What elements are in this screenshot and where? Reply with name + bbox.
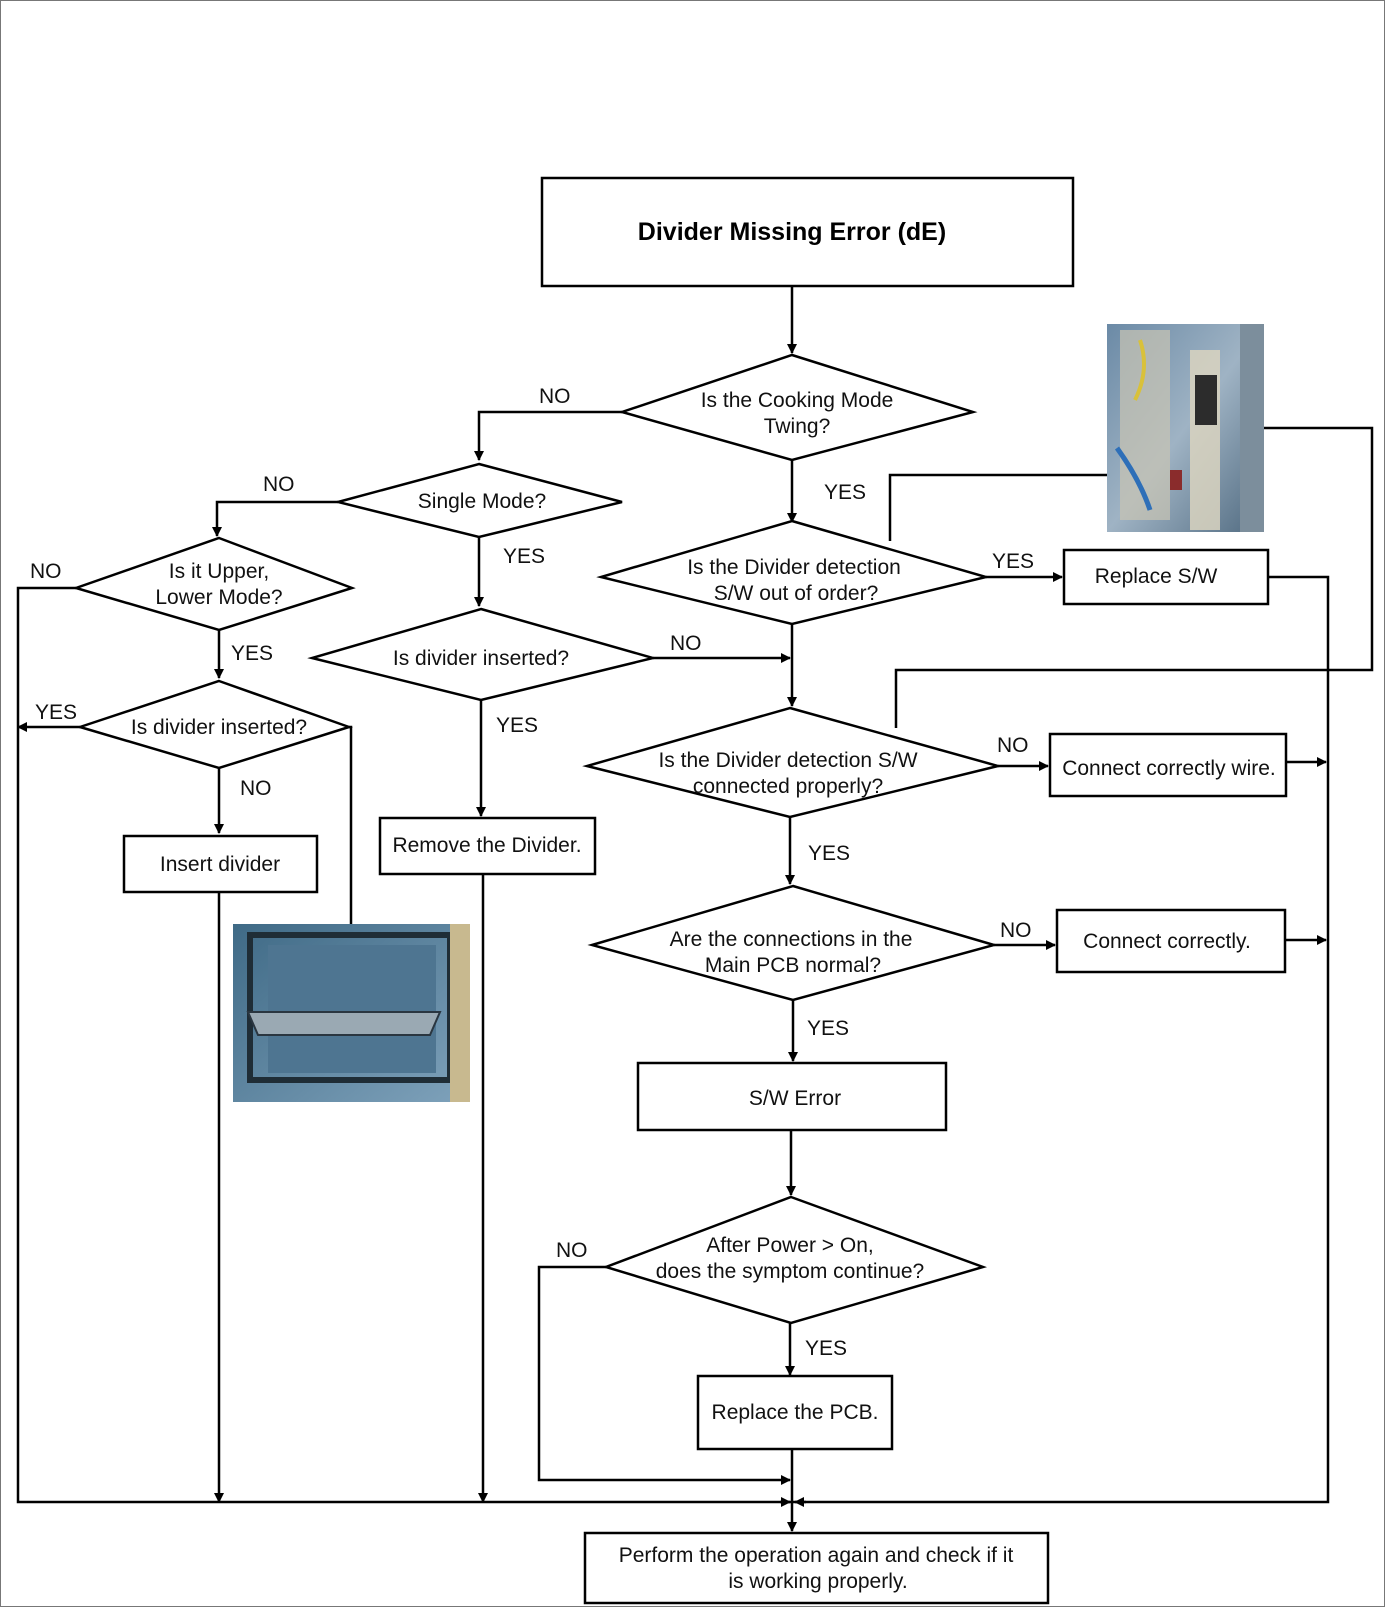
- connect-wire-box: [1048, 732, 1288, 798]
- replace-pcb-text: Replace the PCB.: [712, 1401, 879, 1424]
- single-mode-text: Single Mode?: [418, 490, 546, 513]
- connectors: [16, 286, 1374, 1532]
- no-label-upper: NO: [30, 560, 62, 583]
- main-pcb-line1: Are the connections in the: [670, 928, 913, 951]
- title-box: [540, 176, 1075, 288]
- yes-label-upper: YES: [231, 642, 273, 665]
- no-label-main-pcb: NO: [1000, 919, 1032, 942]
- yes-label-divider-mid: YES: [496, 714, 538, 737]
- single-mode-decision: [333, 462, 623, 539]
- no-label-divider-left: NO: [240, 777, 272, 800]
- yes-label-sw-connected: YES: [808, 842, 850, 865]
- no-label-single: NO: [263, 473, 295, 496]
- power-on-line1: After Power > On,: [706, 1234, 874, 1257]
- power-on-line2: does the symptom continue?: [656, 1260, 925, 1283]
- yes-label-single: YES: [503, 545, 545, 568]
- cooking-mode-decision: [617, 353, 978, 462]
- insert-divider-box: [122, 834, 319, 894]
- sw-connected-line1: Is the Divider detection S/W: [658, 749, 917, 772]
- upper-lower-line1: Is it Upper,: [169, 560, 269, 583]
- divider-inserted-left-text: Is divider inserted?: [131, 716, 307, 739]
- connect-wire-text: Connect correctly wire.: [1062, 757, 1276, 780]
- final-box: [583, 1531, 1050, 1605]
- switch-photo: [1107, 324, 1264, 532]
- replace-sw-box: [1062, 548, 1270, 606]
- divider-inserted-mid-text: Is divider inserted?: [393, 647, 569, 670]
- replace-sw-text: Replace S/W: [1095, 565, 1218, 588]
- upper-lower-line2: Lower Mode?: [155, 586, 282, 609]
- cooking-mode-line2: Twing?: [764, 415, 831, 438]
- replace-pcb-box: [696, 1374, 894, 1451]
- sw-error-box: [636, 1061, 948, 1132]
- no-label-divider-mid: NO: [670, 632, 702, 655]
- cooking-mode-line1: Is the Cooking Mode: [701, 389, 894, 412]
- insert-divider-text: Insert divider: [160, 853, 280, 876]
- connect-correctly-box: [1055, 908, 1287, 974]
- power-on-decision: [602, 1195, 988, 1325]
- yes-label-main-pcb: YES: [807, 1017, 849, 1040]
- oven-photo: [233, 924, 470, 1102]
- no-label-cooking: NO: [539, 385, 571, 408]
- main-pcb-decision: [587, 884, 999, 1002]
- yes-label-cooking: YES: [824, 481, 866, 504]
- connect-correctly-text: Connect correctly.: [1083, 930, 1251, 953]
- yes-label-power: YES: [805, 1337, 847, 1360]
- sw-out-of-order-decision: [596, 519, 991, 626]
- sw-out-of-order-line2: S/W out of order?: [714, 582, 879, 605]
- upper-lower-decision: [71, 536, 356, 632]
- yes-label-divider-left: YES: [35, 701, 77, 724]
- title-text: Divider Missing Error (dE): [638, 218, 946, 246]
- no-label-power: NO: [556, 1239, 588, 1262]
- no-label-sw-connected: NO: [997, 734, 1029, 757]
- sw-error-text: S/W Error: [749, 1087, 841, 1110]
- sw-out-of-order-line1: Is the Divider detection: [687, 556, 901, 579]
- final-line2: is working properly.: [728, 1570, 907, 1593]
- sw-connected-decision: [582, 706, 1003, 819]
- main-pcb-line2: Main PCB normal?: [705, 954, 881, 977]
- final-line1: Perform the operation again and check if…: [619, 1544, 1014, 1567]
- remove-divider-box: [378, 816, 597, 876]
- remove-divider-text: Remove the Divider.: [392, 834, 581, 857]
- yes-label-sw-out: YES: [992, 550, 1034, 573]
- divider-inserted-mid-decision: [307, 607, 658, 702]
- branch-labels: NO YES NO YES NO YES YES NO NO YES YES N…: [30, 385, 1034, 1360]
- divider-inserted-left-decision: [75, 679, 353, 770]
- sw-connected-line2: connected properly?: [693, 775, 883, 798]
